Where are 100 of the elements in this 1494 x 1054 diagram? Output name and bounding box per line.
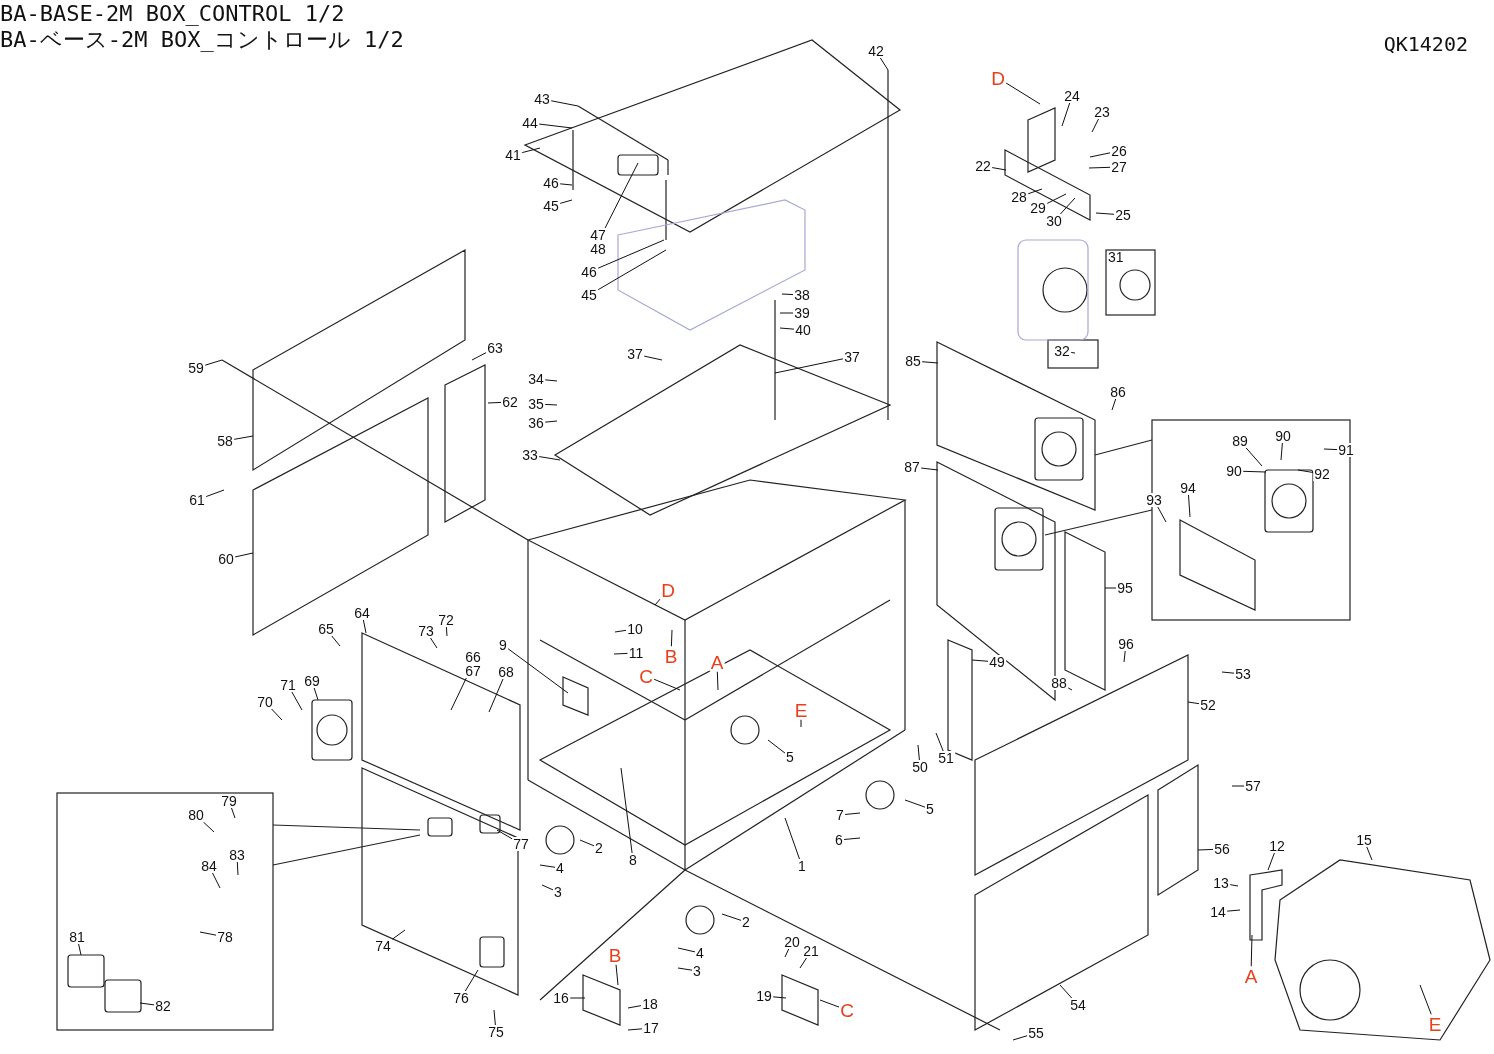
callout-number: 43 [533,92,551,106]
leader-line [231,807,236,819]
callout-number: 19 [755,989,773,1003]
callout-number: 30 [1045,214,1063,228]
leader-line [488,678,504,713]
callout-number: 22 [974,159,992,173]
leader-line [1280,442,1283,461]
callout-number: 21 [802,944,820,958]
callout-number: 70 [256,695,274,709]
leader-line [1197,848,1214,851]
callout-number: 34 [527,372,545,386]
callout-number: 90 [1225,464,1243,478]
callout-number: 82 [154,999,172,1013]
callout-number: 2 [594,841,604,855]
leader-line [139,1002,155,1006]
leader-line [538,456,561,461]
callout-number: 6 [834,833,844,847]
leader-line [1221,671,1235,674]
callout-number: 37 [626,347,644,361]
callout-number: 38 [793,288,811,302]
callout-number: 45 [542,199,560,213]
callout-number: 57 [1244,779,1262,793]
callout-number: 36 [527,416,545,430]
leader-line [202,821,215,833]
callout-number: 16 [552,991,570,1005]
leader-line [391,929,406,941]
leader-line [991,167,1007,171]
callout-number: 65 [317,622,335,636]
leader-line [904,799,926,808]
callout-number: 32 [1053,344,1071,358]
callout-number: 11 [627,646,645,660]
callout-number: 66 67 [464,650,482,678]
leader-line [781,293,794,296]
leader-line [313,687,319,701]
leader-line [205,489,225,498]
callout-number: 62 [501,395,519,409]
callout-number: 5 [925,802,935,816]
callout-number: 7 [835,808,845,822]
leader-line [1059,984,1073,999]
callout-number: 87 [903,460,921,474]
callout-number: 10 [626,622,644,636]
leader-line [677,967,693,971]
leader-line [879,57,889,71]
leader-line [445,626,448,637]
leader-line [643,355,663,361]
leader-line [236,861,239,876]
leader-line [1187,701,1200,705]
leader-line [1061,102,1071,127]
callout-number: 89 [1231,434,1249,448]
leader-line [654,598,661,606]
leader-line [1123,650,1126,663]
callout-number: 69 [303,674,321,688]
leader-line [784,948,790,958]
leader-line [507,648,569,694]
leader-line [233,435,254,440]
callout-number: 24 [1063,89,1081,103]
leader-line [670,629,673,647]
callout-number: 29 [1029,201,1047,215]
leader-line [921,361,939,364]
callout-number: 56 [1213,842,1231,856]
callout-number: 46 [542,176,560,190]
leader-line [1070,351,1076,354]
callout-number: 45 [580,288,598,302]
drawing-title: BA-ベース-2M BOX_コントロール 1/2 [0,28,404,52]
leader-line [597,239,665,269]
callout-number: 39 [793,306,811,320]
leader-line [1231,785,1245,787]
leader-line [544,379,558,382]
leader-line [1067,687,1073,691]
leader-line [496,829,513,840]
callout-number: 18 [641,997,659,1011]
leader-line [450,677,467,711]
leader-line [597,249,667,291]
callout-number: 54 [1069,998,1087,1012]
callout-number: 85 [904,354,922,368]
leader-line [604,162,639,229]
leader-line [721,913,742,921]
callout-number: 44 [521,116,539,130]
callout-number: 79 [220,794,238,808]
callout-number: 55 [1027,1026,1045,1040]
leader-line [614,629,627,633]
callout-number: 63 [486,341,504,355]
leader-line [1111,398,1117,411]
leader-line [544,420,558,423]
callout-number: 93 [1145,493,1163,507]
leader-line [772,996,787,999]
leader-line [613,652,629,655]
leader-line [1088,166,1111,169]
leader-line [716,671,719,691]
leader-line [819,999,840,1008]
callout-number: 50 [911,760,929,774]
callout-number: 52 [1199,698,1217,712]
callout-number: 3 [553,885,563,899]
callout-number: 4 [555,861,565,875]
leader-line [559,199,573,204]
callout-number: 96 [1117,637,1135,651]
leader-line [1226,909,1241,912]
leader-line [559,183,573,186]
callout-number: 90 [1274,429,1292,443]
leader-line [487,401,502,404]
